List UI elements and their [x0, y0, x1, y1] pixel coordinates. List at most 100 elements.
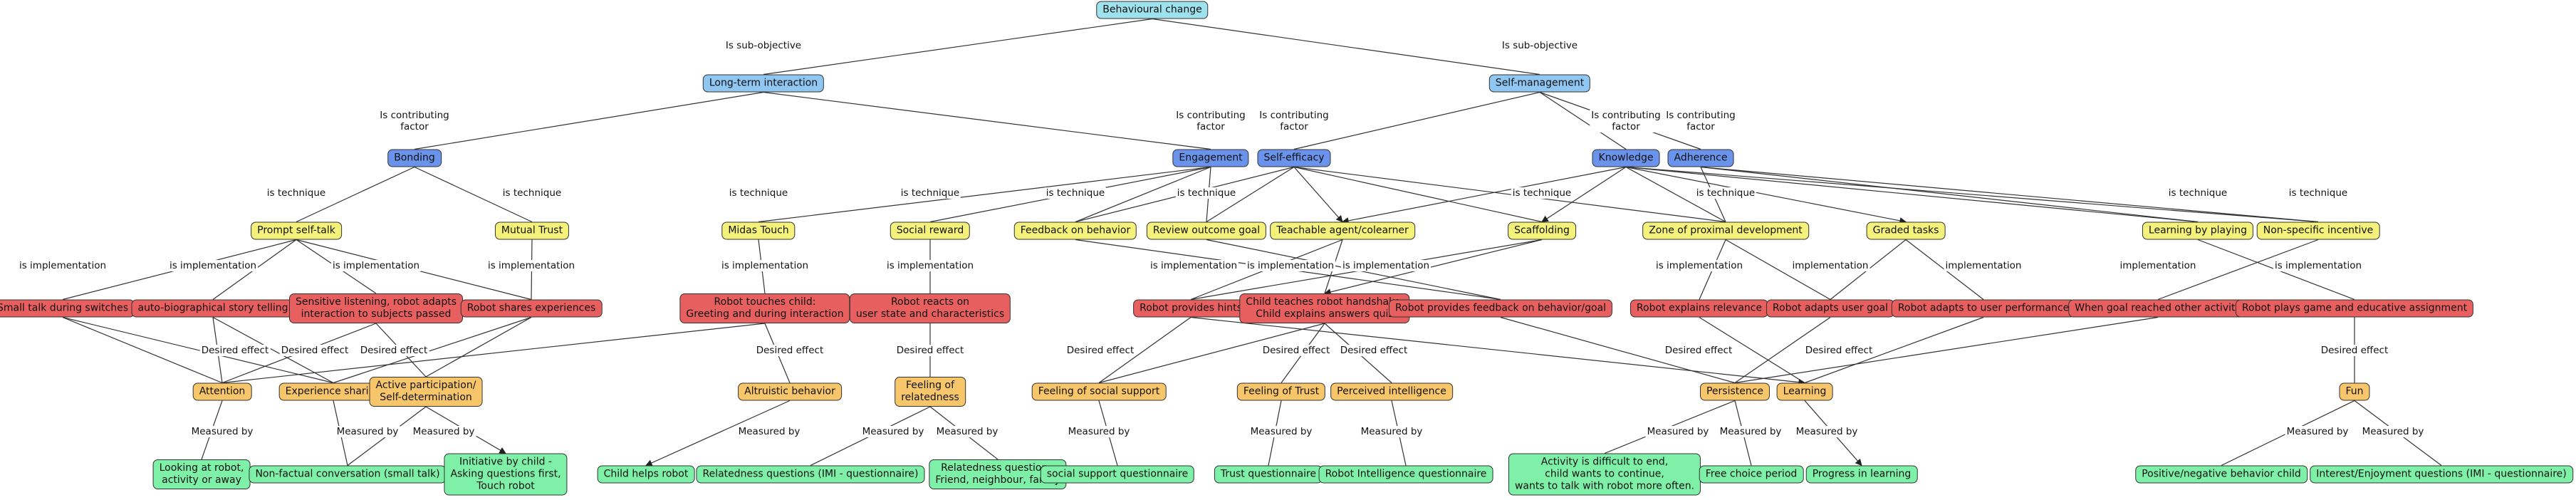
node-m-ssq: social support questionnaire [1040, 465, 1195, 484]
edge-label-l-tech7: is technique [1511, 187, 1573, 199]
edge-f-know-to-t-nsi [1625, 166, 2319, 223]
edge-label-l-subobj1: Is sub-objective [724, 40, 803, 51]
edge-i-rtc-to-e-att [221, 323, 766, 384]
edge-f-eng-to-t-midas [758, 166, 1211, 223]
edge-g1-to-f-bond [414, 91, 764, 150]
edge-label-l-tech1: is technique [265, 187, 328, 199]
edge-label-l-tech3: is technique [727, 187, 790, 199]
node-t-nsi: Non-specific incentive [2256, 222, 2380, 240]
node-e-alt: Altruistic behavior [738, 382, 842, 401]
edge-root-to-g1 [763, 18, 1153, 75]
edge-label-l-mb14: Measured by [2360, 426, 2426, 437]
edge-i-hints-to-e-fss [1098, 317, 1191, 383]
node-i-rpg: Robot plays game and educative assignmen… [2235, 299, 2474, 318]
node-i-sl: Sensitive listening, robot adapts intera… [288, 293, 464, 323]
edge-label-l-de11: Desired effect [2319, 345, 2390, 356]
node-e-ftr: Feeling of Trust [1236, 382, 1326, 401]
edge-g2-to-f-se [1293, 91, 1540, 150]
edge-f-se-to-t-tac [1293, 167, 1343, 223]
edge-f-know-to-t-lbp [1625, 166, 2199, 223]
edge-f-se-to-t-rog [1206, 166, 1295, 223]
edge-label-l-de6: Desired effect [1065, 345, 1136, 356]
edge-label-l-de2: Desired effect [279, 345, 350, 356]
edge-f-know-to-t-gt [1625, 166, 1907, 224]
node-e-pi: Perceived intelligence [1330, 382, 1453, 401]
node-e-for: Feeling of relatedness [895, 377, 966, 407]
edge-label-l-impl2: is implementation [167, 260, 259, 271]
node-f-adh: Adherence [1667, 149, 1734, 167]
edge-f-se-to-t-zpd [1293, 166, 1726, 223]
edge-f-eng-to-t-fb [1075, 166, 1211, 223]
node-f-bond: Bonding [387, 149, 442, 167]
edge-label-l-impl9: is implementation [1340, 260, 1432, 271]
edge-f-know-to-t-zpd [1625, 166, 1726, 223]
node-t-lbp: Learning by playing [2142, 222, 2254, 240]
edge-label-l-cf5: Is contributing factor [1664, 110, 1737, 132]
node-m-diff: Activity is difficult to end, child want… [1508, 453, 1701, 496]
node-m-nfc: Non-factual conversation (small talk) [249, 465, 447, 484]
edge-label-l-de7: Desired effect [1261, 345, 1332, 356]
edge-i-abs-to-e-exp [212, 316, 334, 384]
edge-label-l-mb7: Measured by [1066, 426, 1132, 437]
node-e-fss: Feeling of social support [1031, 382, 1167, 401]
edge-label-l-tech5: is technique [1044, 187, 1107, 199]
node-m-riq: Robot Intelligence questionnaire [1318, 465, 1493, 484]
node-e-lrn: Learning [1776, 382, 1833, 401]
edge-label-l-de9: Desired effect [1663, 345, 1734, 356]
edge-f-know-to-t-tac [1342, 166, 1627, 224]
edge-label-l-impl14: is implementation [2273, 260, 2364, 271]
edge-label-l-impl5: is implementation [719, 260, 810, 271]
node-i-abs: auto-biographical story telling [131, 299, 295, 318]
edge-label-l-cf2: Is contributing factor [1174, 110, 1247, 132]
node-i-wgr: When goal reached other activity [2068, 299, 2248, 318]
edge-i-rpf-to-e-per [1500, 316, 1736, 384]
node-m-tq: Trust questionnaire [1214, 465, 1323, 484]
edge-label-l-tech6: is technique [1175, 187, 1238, 199]
edge-label-l-de8: Desired effect [1338, 345, 1409, 356]
edge-label-l-cf1: Is contributing factor [378, 110, 451, 132]
node-g1: Long-term interaction [702, 74, 825, 93]
node-root: Behavioural change [1096, 1, 1209, 19]
edge-f-se-to-t-scaf [1293, 166, 1543, 223]
edge-g1-to-f-eng [763, 91, 1211, 150]
edge-label-l-de5: Desired effect [895, 345, 966, 356]
edge-label-l-mb1: Measured by [189, 426, 255, 437]
node-t-sr: Social reward [890, 222, 971, 240]
node-m-chr: Child helps robot [597, 465, 695, 484]
edge-i-hints-to-e-lrn [1190, 316, 1805, 386]
edge-label-l-mb5: Measured by [860, 426, 926, 437]
node-i-st: Small talk during switches [0, 299, 135, 318]
node-i-cth: Child teaches robot handshake, Child exp… [1239, 293, 1410, 323]
edge-root-to-g2 [1152, 18, 1540, 75]
edge-label-l-tech2: is technique [501, 187, 563, 199]
node-i-hints: Robot provides hints [1133, 299, 1248, 318]
edge-label-l-cf4: Is contributing factor [1590, 110, 1662, 132]
node-m-init: Initiative by child - Asking questions f… [444, 453, 568, 496]
edge-label-l-tech10: is technique [2287, 187, 2350, 199]
edge-label-l-cf3: Is contributing factor [1258, 110, 1330, 132]
node-i-aug: Robot adapts user goal [1766, 299, 1895, 318]
edge-label-l-mb11: Measured by [1718, 426, 1783, 437]
node-m-pil: Progress in learning [1805, 465, 1918, 484]
node-t-scaf: Scaffolding [1508, 222, 1576, 240]
edge-label-l-impl10: is implementation [1654, 260, 1745, 271]
edge-label-l-tech9: is technique [2166, 187, 2229, 199]
node-t-gt: Graded tasks [1866, 222, 1946, 240]
node-i-aup: Robot adapts to user performance [1891, 299, 2076, 318]
edge-i-cth-to-e-fss [1098, 323, 1325, 384]
edge-label-l-impl7: is implementation [1148, 260, 1239, 271]
edge-t-scaf-to-i-cth [1324, 239, 1543, 296]
node-m-relq: Relatedness questions (IMI - questionnai… [696, 465, 925, 484]
node-t-psf: Prompt self-talk [251, 222, 342, 240]
edge-label-l-impl6: is implementation [885, 260, 976, 271]
node-e-per: Persistence [1699, 382, 1771, 401]
edge-label-l-mb4: Measured by [736, 426, 802, 437]
node-e-fun: Fun [2339, 382, 2370, 401]
edge-label-l-impl1: is implementation [17, 260, 108, 271]
edge-i-rse-to-e-exp [333, 316, 532, 384]
edge-label-l-de3: Desired effect [358, 345, 429, 356]
edge-label-l-de1: Desired effect [199, 345, 271, 356]
edge-label-l-impl13: implementation [2118, 260, 2198, 271]
edge-f-adh-to-t-lbp [1700, 166, 2199, 223]
